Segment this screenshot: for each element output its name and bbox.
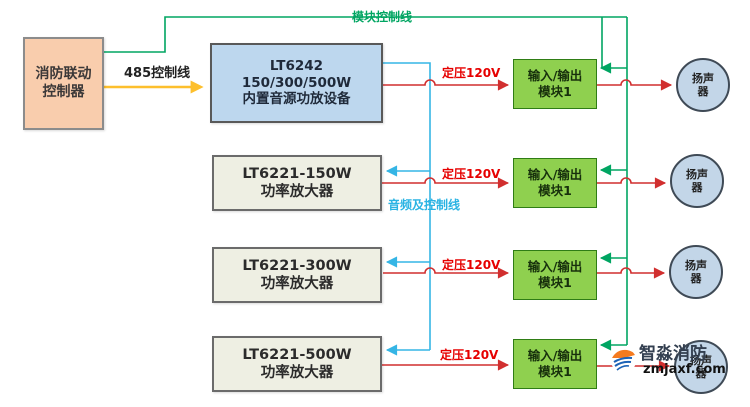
io-module-label-line1: 输入/输出: [527, 259, 583, 275]
main-amp-model: LT6242: [269, 57, 324, 74]
io-module-box-2: 输入/输出 模块1: [513, 158, 597, 208]
speaker-label-line1: 扬声: [690, 353, 712, 367]
voltage-label-4: 定压120V: [440, 348, 499, 362]
main-amp-desc: 内置音源功放设备: [242, 91, 351, 108]
amp-model: LT6221-150W: [242, 165, 352, 182]
amp-model: LT6221-300W: [242, 257, 352, 274]
io-module-label-line2: 模块1: [538, 84, 572, 99]
bus-485-label: 485控制线: [124, 66, 191, 81]
amp-lt6221-500w-box: LT6221-500W 功率放大器: [212, 336, 382, 392]
voltage-label-3: 定压120V: [442, 258, 501, 272]
io-module-label-line2: 模块1: [538, 183, 572, 198]
io-module-label-line2: 模块1: [538, 364, 572, 379]
io-module-box-3: 输入/输出 模块1: [513, 250, 597, 300]
speaker-4: 扬声 器: [674, 340, 728, 394]
io-module-label-line2: 模块1: [538, 275, 572, 290]
watermark-logo: 智淼消防 zmjaxf.com: [610, 346, 726, 377]
io-module-label-line1: 输入/输出: [527, 167, 583, 183]
watermark-name: 智淼消防: [639, 344, 707, 364]
speaker-label-line2: 器: [695, 367, 707, 380]
speaker-label-line1: 扬声: [685, 258, 707, 272]
main-amp-power: 150/300/500W: [241, 74, 352, 91]
speaker-label-line2: 器: [690, 272, 702, 285]
audio-control-line-label: 音频及控制线: [388, 198, 461, 212]
voltage-wire-1b: [597, 79, 673, 91]
module-control-line-label: 模块控制线: [352, 10, 413, 24]
io-module-label-line1: 输入/输出: [527, 348, 583, 364]
amp-type: 功率放大器: [260, 276, 334, 292]
main-amp-lt6242-box: LT6242 150/300/500W 内置音源功放设备: [210, 43, 383, 123]
io-module-box-1: 输入/输出 模块1: [513, 59, 597, 109]
io-module-label-line1: 输入/输出: [527, 68, 583, 84]
speaker-label-line2: 器: [697, 85, 709, 98]
speaker-label-line1: 扬声: [686, 167, 708, 181]
voltage-wire-3b: [597, 267, 666, 279]
controller-label-line2: 控制器: [42, 83, 85, 100]
voltage-wire-2b: [597, 177, 667, 189]
io-module-box-4: 输入/输出 模块1: [513, 339, 597, 389]
watermark-logo-icon: [610, 346, 637, 373]
watermark-site: zmjaxf.com: [643, 362, 726, 377]
speaker-3: 扬声 器: [669, 245, 723, 299]
fire-linkage-controller-box: 消防联动 控制器: [23, 37, 104, 130]
voltage-label-2: 定压120V: [442, 167, 501, 181]
amp-type: 功率放大器: [260, 365, 334, 381]
amp-model: LT6221-500W: [242, 346, 352, 363]
speaker-label-line1: 扬声: [692, 71, 714, 85]
amp-type: 功率放大器: [260, 184, 334, 200]
amp-lt6221-150w-box: LT6221-150W 功率放大器: [212, 155, 382, 211]
speaker-2: 扬声 器: [670, 154, 724, 208]
speaker-label-line2: 器: [691, 181, 703, 194]
controller-label-line1: 消防联动: [35, 66, 92, 82]
speaker-1: 扬声 器: [676, 58, 730, 112]
voltage-label-1: 定压120V: [442, 66, 501, 80]
amp-lt6221-300w-box: LT6221-300W 功率放大器: [212, 247, 382, 303]
